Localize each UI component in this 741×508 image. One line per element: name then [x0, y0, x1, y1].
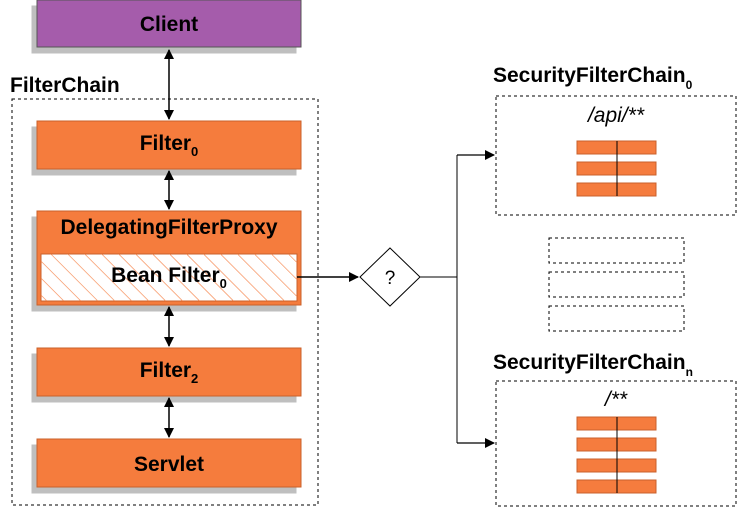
decision-diamond: ?: [359, 247, 421, 307]
chain0-filter-stack: [576, 140, 657, 197]
filter-chain-title: FilterChain: [10, 74, 120, 97]
delegating-filter-proxy-box: DelegatingFilterProxy Bean Filter0: [36, 210, 302, 306]
delegating-filter-proxy-label: DelegatingFilterProxy: [60, 216, 277, 239]
chainn-filter-stack: [576, 416, 657, 494]
bean-filter0-box: Bean Filter0: [40, 253, 298, 302]
filter0-box: Filter0: [36, 120, 302, 170]
placeholder-chains: [548, 237, 685, 332]
filter0-label: Filter0: [140, 132, 199, 159]
decision-label: ?: [385, 268, 396, 289]
security-filter-chain-n: SecurityFilterChainn /**: [493, 351, 737, 507]
security-filter-chain-n-title: SecurityFilterChainn: [493, 351, 693, 379]
servlet-box: Servlet: [36, 438, 302, 488]
security-filter-chain-n-pattern: /**: [603, 388, 628, 411]
filter2-box: Filter2: [36, 347, 302, 397]
bean-filter0-label: Bean Filter0: [111, 264, 227, 291]
placeholder-chain-0: [548, 237, 685, 264]
security-filter-chain-0: SecurityFilterChain0 /api/**: [493, 64, 737, 216]
security-filter-chain-0-title: SecurityFilterChain0: [493, 64, 693, 92]
servlet-label: Servlet: [134, 453, 204, 476]
client-label: Client: [140, 13, 198, 36]
security-filter-chain-0-pattern: /api/**: [586, 104, 645, 127]
routing-lines: [420, 150, 495, 448]
client-box: Client: [36, 0, 302, 48]
placeholder-chain-2: [548, 305, 685, 332]
filter2-label: Filter2: [140, 359, 199, 386]
placeholder-chain-1: [548, 271, 685, 298]
